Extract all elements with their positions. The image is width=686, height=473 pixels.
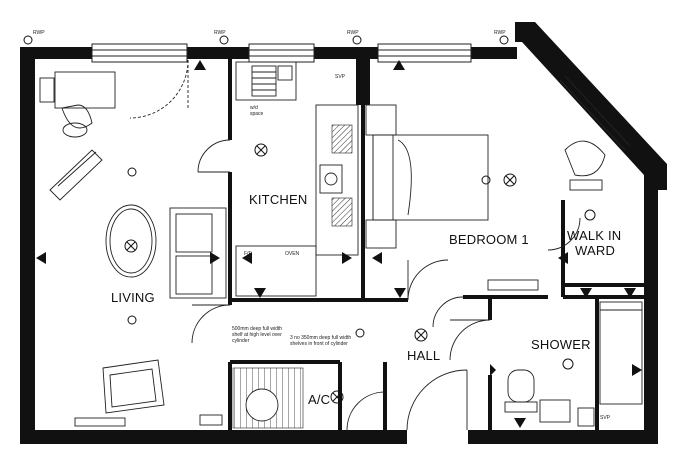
room-label-kitchen: KITCHEN [249, 192, 308, 207]
windows [91, 43, 472, 63]
kitchen-units [235, 61, 359, 297]
rwp-markers [23, 35, 509, 45]
wd-space-label: w/d space [250, 105, 263, 117]
hob-tiles [331, 124, 353, 227]
cylinder-shelf-note-1: 500mm deep full width shelf at high leve… [232, 326, 283, 344]
room-label-hall: HALL [407, 348, 441, 363]
room-label-ac: A/C [308, 392, 331, 407]
rwp-label: RWP [494, 30, 506, 36]
room-label-walk-in-ward: WALK IN WARD [567, 228, 621, 258]
room-label-living: LIVING [111, 290, 155, 305]
living-furniture [39, 71, 227, 427]
rwp-label: RWP [33, 30, 45, 36]
angled-wall [515, 22, 667, 190]
svp-label: SVP [335, 74, 346, 80]
angled-window [559, 75, 631, 151]
oven-label: OVEN [285, 251, 300, 257]
rwp-label: RWP [214, 30, 226, 36]
wd-space-line-2: space [250, 111, 264, 117]
svp-label: SVP [600, 415, 611, 421]
outer-walls [20, 47, 658, 444]
shower-fixtures [504, 301, 643, 427]
walk-in-line-1: WALK IN [567, 228, 622, 243]
room-label-bedroom: BEDROOM 1 [449, 232, 529, 247]
light-fittings [124, 143, 596, 404]
fridge-freezer-label: F/F [244, 251, 252, 257]
room-label-shower: SHOWER [531, 337, 591, 352]
cylinder-shelf-note-2: 3 no 350mm deep full width shelves in fr… [290, 335, 352, 347]
cylinder-cupboard [232, 367, 304, 429]
bedroom-furniture [365, 104, 606, 291]
walk-in-line-2: WARD [575, 243, 616, 258]
doors [129, 59, 581, 431]
socket-markers [36, 60, 642, 428]
rwp-label: RWP [347, 30, 359, 36]
wd-space-line-1: w/d [250, 105, 258, 111]
